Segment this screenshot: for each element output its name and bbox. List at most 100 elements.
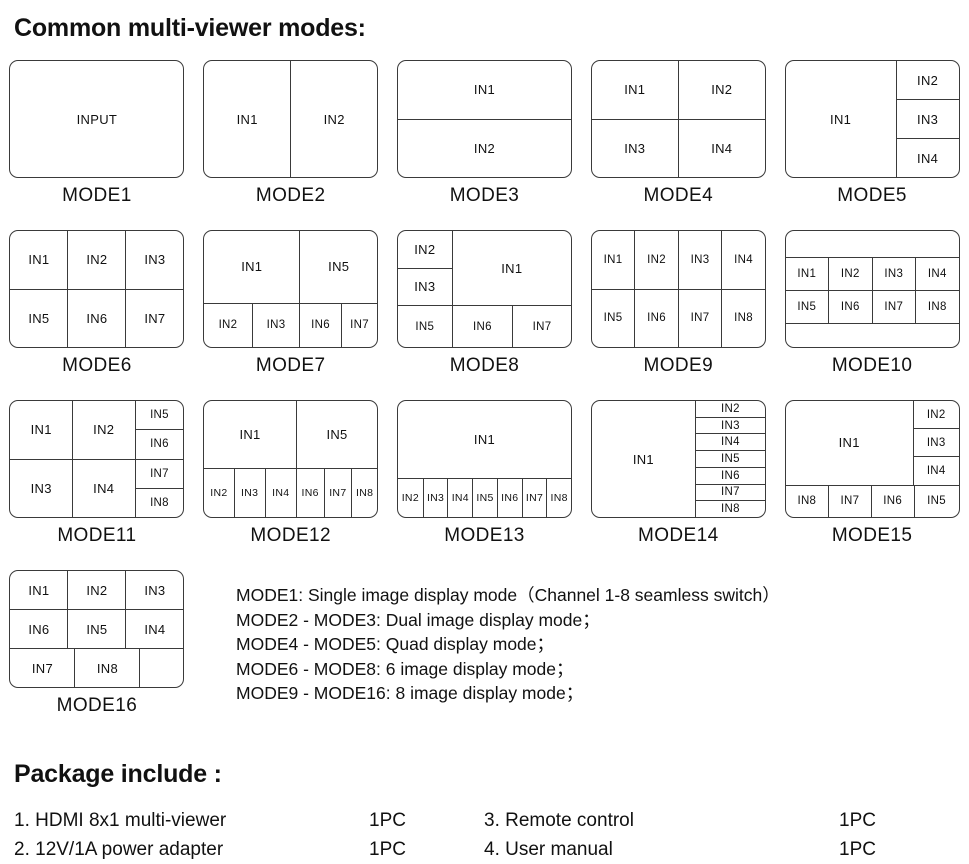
- mode1-layout: INPUT: [9, 60, 185, 178]
- mode13-layout: IN1 IN2 IN3 IN4 IN5 IN6 IN7 IN8: [396, 400, 572, 518]
- mode-item-mode4[interactable]: IN1 IN2 IN3 IN4 MODE4: [581, 60, 775, 207]
- mode-item-mode13[interactable]: IN1 IN2 IN3 IN4 IN5 IN6 IN7 IN8 MODE13: [388, 400, 582, 547]
- mode16-label: MODE16: [56, 695, 138, 716]
- mode4-cell-2: IN2: [677, 61, 765, 119]
- mode9-cell-1: IN1: [603, 253, 623, 266]
- mode2-label: MODE2: [255, 185, 326, 206]
- mode3-label: MODE3: [449, 185, 520, 206]
- mode11-cell-7: IN7: [135, 458, 184, 488]
- mode5-cell-4: IN4: [896, 138, 959, 177]
- package-item-3-qty: 1PC: [839, 810, 876, 831]
- mode12-cell-6: IN6: [295, 469, 324, 517]
- mode9-cell-2: IN2: [634, 231, 678, 289]
- mode8-cell-4: IN5: [415, 320, 435, 333]
- mode14-cell-3: IN3: [695, 416, 765, 434]
- mode8-layout: IN2 IN3 IN1 IN5 IN6 IN7: [396, 230, 572, 348]
- mode8-cell-1: IN2: [414, 241, 436, 257]
- mode1-cell-1: INPUT: [76, 111, 118, 127]
- mode12-cell-2: IN5: [295, 401, 377, 469]
- mode10-cell-8: IN8: [915, 290, 959, 324]
- mode7-cell-3: IN2: [218, 319, 238, 332]
- mode-description-line-4: MODE6 - MODE8: 6 image display mode；: [236, 658, 574, 679]
- package-item-4-qty: 1PC: [839, 839, 876, 860]
- mode7-cell-6: IN7: [340, 303, 377, 347]
- mode6-label: MODE6: [62, 355, 132, 376]
- mode16-cell-8: IN8: [74, 649, 139, 687]
- mode4-cell-3: IN3: [624, 140, 646, 156]
- mode-diagram-grid: INPUT MODE1 IN1 IN2 MODE2 IN1 IN2 MODE3 …: [0, 60, 969, 740]
- mode12-cell-1: IN1: [239, 427, 261, 443]
- mode9-cell-5: IN5: [603, 312, 623, 325]
- mode14-cell-4: IN4: [695, 433, 765, 450]
- mode11-cell-2: IN2: [93, 422, 115, 438]
- mode-item-mode3[interactable]: IN1 IN2 MODE3: [388, 60, 582, 207]
- mode4-layout: IN1 IN2 IN3 IN4: [590, 60, 766, 178]
- mode3-layout: IN1 IN2: [396, 60, 572, 178]
- mode16-cell-5: IN5: [67, 610, 125, 648]
- mode-description-line-2: MODE2 - MODE3: Dual image display mode；: [236, 609, 600, 630]
- mode-item-mode1[interactable]: INPUT MODE1: [0, 60, 194, 207]
- mode16-cell-7: IN7: [31, 660, 53, 676]
- mode10-cell-2: IN2: [828, 257, 872, 290]
- mode6-cell-5: IN6: [67, 289, 125, 347]
- package-include-title: Package include :: [14, 760, 222, 788]
- page-title: Common multi-viewer modes:: [14, 14, 366, 42]
- mode15-layout: IN1 IN2 IN3 IN4 IN8 IN7 IN6 IN5: [784, 400, 960, 518]
- mode7-cell-1: IN1: [241, 259, 263, 275]
- mode-item-mode11[interactable]: IN1 IN3 IN2 IN4 IN5 IN6 IN7 IN8 MODE11: [0, 400, 194, 547]
- mode15-cell-6: IN7: [828, 485, 871, 517]
- mode-item-mode10[interactable]: IN1 IN2 IN3 IN4 IN5 IN6 IN7 IN8 MODE10: [775, 230, 969, 377]
- mode7-layout: IN1 IN5 IN2 IN3 IN6 IN7: [203, 230, 379, 348]
- mode-item-mode16[interactable]: IN1 IN2 IN3 IN6 IN5 IN4 IN7 IN8 MODE16: [0, 570, 194, 717]
- mode16-layout: IN1 IN2 IN3 IN6 IN5 IN4 IN7 IN8: [9, 570, 185, 688]
- mode7-cell-5: IN6: [299, 303, 341, 347]
- package-item-2-qty: 1PC: [369, 839, 406, 860]
- mode13-cell-2: IN2: [401, 491, 419, 504]
- mode6-cell-4: IN5: [28, 310, 50, 326]
- mode12-label: MODE12: [250, 525, 331, 546]
- mode5-cell-3: IN3: [896, 99, 959, 138]
- mode7-cell-4: IN3: [251, 303, 300, 347]
- mode6-cell-1: IN1: [28, 252, 50, 268]
- package-item-4: 4. User manual 1PC: [484, 835, 954, 864]
- mode-item-mode12[interactable]: IN1 IN5 IN2 IN3 IN4 IN6 IN7 IN8 MODE12: [194, 400, 388, 547]
- package-item-1-qty: 1PC: [369, 810, 406, 831]
- mode11-cell-4: IN4: [72, 458, 135, 518]
- mode-item-mode14[interactable]: IN1 IN2 IN3 IN4 IN5 IN6 IN7 IN8 MODE14: [581, 400, 775, 547]
- mode-description-line-3: MODE4 - MODE5: Quad display mode；: [236, 634, 555, 655]
- mode-item-mode15[interactable]: IN1 IN2 IN3 IN4 IN8 IN7 IN6 IN5 MODE15: [775, 400, 969, 547]
- mode-item-mode6[interactable]: IN1 IN2 IN3 IN5 IN6 IN7 MODE6: [0, 230, 194, 377]
- mode-row: IN1 IN2 IN3 IN5 IN6 IN7 MODE6 IN1 IN5: [0, 230, 969, 400]
- mode12-cell-5: IN4: [264, 469, 296, 517]
- mode2-layout: IN1 IN2: [203, 60, 379, 178]
- mode4-label: MODE4: [643, 185, 714, 206]
- mode-item-mode8[interactable]: IN2 IN3 IN1 IN5 IN6 IN7 MODE8: [388, 230, 582, 377]
- mode15-cell-3: IN3: [913, 428, 959, 456]
- mode16-cell-6: IN4: [125, 610, 183, 648]
- mode-item-mode2[interactable]: IN1 IN2 MODE2: [194, 60, 388, 207]
- mode10-cell-3: IN3: [871, 257, 916, 290]
- mode14-cell-7: IN7: [695, 483, 765, 501]
- package-row: 1. HDMI 8x1 multi-viewer 1PC 3. Remote c…: [14, 806, 954, 835]
- mode16-cell-1: IN1: [28, 582, 50, 598]
- mode6-layout: IN1 IN2 IN3 IN5 IN6 IN7: [9, 230, 185, 348]
- mode9-label: MODE9: [643, 355, 714, 376]
- mode2-cell-1: IN1: [236, 111, 258, 127]
- mode16-cell-2: IN2: [67, 571, 125, 609]
- mode9-cell-6: IN6: [634, 289, 678, 347]
- package-item-4-name: 4. User manual: [484, 839, 613, 860]
- mode-item-mode5[interactable]: IN1 IN2 IN3 IN4 MODE5: [775, 60, 969, 207]
- mode12-cell-8: IN8: [351, 469, 377, 517]
- mode15-cell-1: IN1: [838, 435, 860, 451]
- mode10-layout: IN1 IN2 IN3 IN4 IN5 IN6 IN7 IN8: [784, 230, 960, 348]
- mode14-cell-2: IN2: [720, 402, 740, 415]
- mode-description-list: MODE1: Single image display mode（Channel…: [236, 583, 780, 706]
- mode10-cell-7: IN7: [871, 290, 916, 324]
- mode5-cell-2: IN2: [917, 72, 939, 88]
- mode16-cell-9: [139, 649, 183, 687]
- mode13-cell-3: IN3: [422, 478, 448, 517]
- mode-item-mode7[interactable]: IN1 IN5 IN2 IN3 IN6 IN7 MODE7: [194, 230, 388, 377]
- mode-description-line-1: MODE1: Single image display mode（Channel…: [236, 585, 780, 605]
- mode-item-mode9[interactable]: IN1 IN2 IN3 IN4 IN5 IN6 IN7 IN8 MODE9: [581, 230, 775, 377]
- mode12-cell-4: IN3: [233, 469, 265, 517]
